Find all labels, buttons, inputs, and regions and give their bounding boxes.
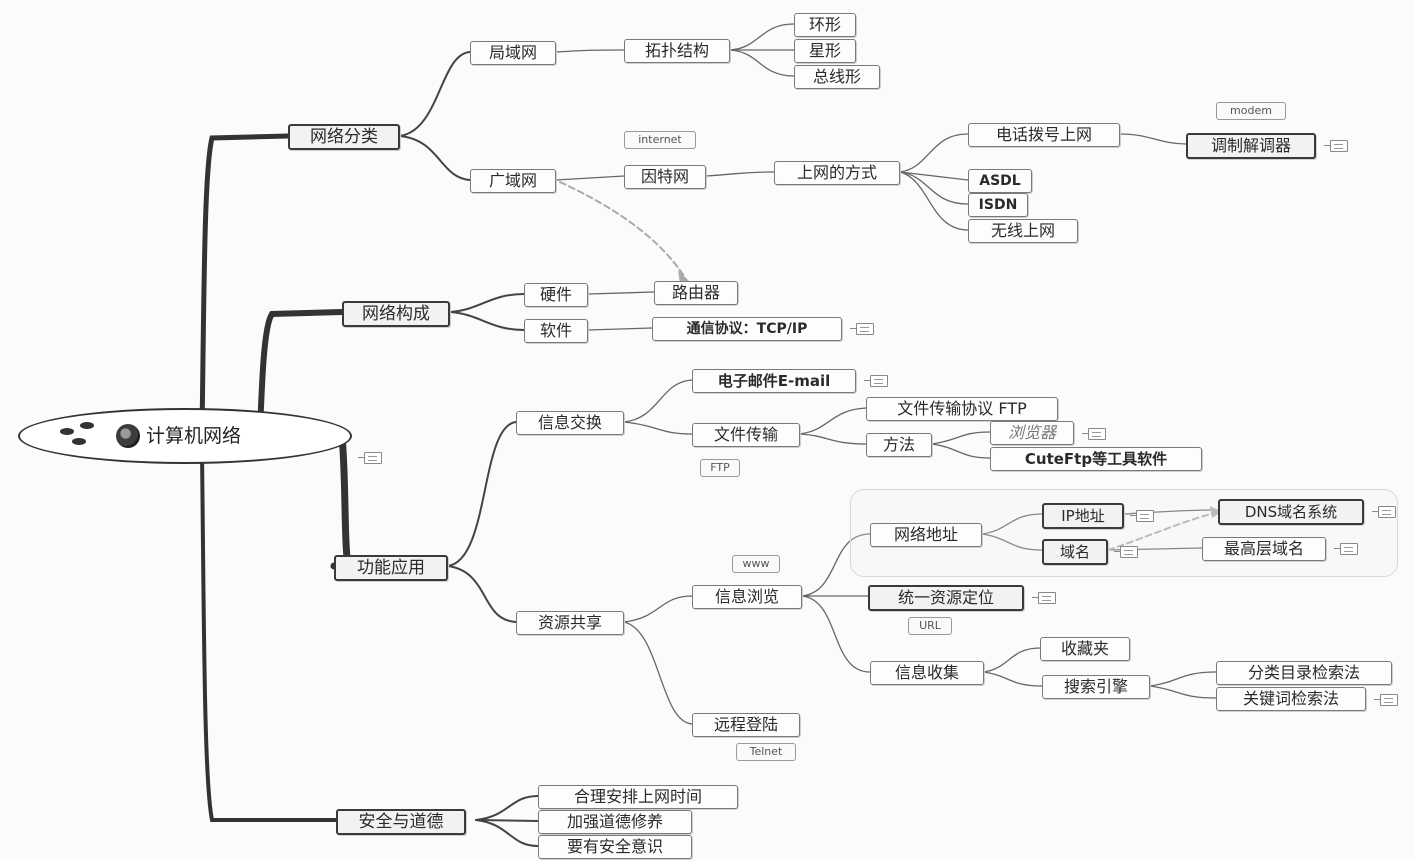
tag-modem: modem xyxy=(1216,102,1286,120)
connector-trunk-safety xyxy=(200,450,338,822)
tag-www: www xyxy=(732,555,780,573)
note-icon[interactable] xyxy=(1324,140,1348,152)
node-browser[interactable]: 浏览器 xyxy=(990,421,1074,445)
node-ip-address[interactable]: IP地址 xyxy=(1042,503,1124,529)
node-dns[interactable]: DNS域名系统 xyxy=(1218,499,1364,525)
node-category-search[interactable]: 分类目录检索法 xyxy=(1216,661,1392,685)
node-remote-login[interactable]: 远程登陆 xyxy=(692,713,800,737)
node-ftp-protocol[interactable]: 文件传输协议 FTP xyxy=(866,397,1058,421)
note-icon[interactable] xyxy=(1334,543,1358,555)
node-star[interactable]: 星形 xyxy=(794,39,856,63)
tag-url: URL xyxy=(908,617,952,635)
node-network-classification[interactable]: 网络分类 xyxy=(288,124,400,150)
node-favorites[interactable]: 收藏夹 xyxy=(1040,637,1130,661)
node-info-browsing[interactable]: 信息浏览 xyxy=(692,585,802,609)
node-moral-cultivation[interactable]: 加强道德修养 xyxy=(538,810,692,834)
node-info-collection[interactable]: 信息收集 xyxy=(870,661,984,685)
node-bus[interactable]: 总线形 xyxy=(794,65,880,89)
note-icon[interactable] xyxy=(358,452,382,464)
node-top-level-domain[interactable]: 最高层域名 xyxy=(1202,537,1326,561)
note-icon[interactable] xyxy=(864,375,888,387)
note-icon[interactable] xyxy=(1114,546,1138,558)
node-url[interactable]: 统一资源定位 xyxy=(868,585,1024,611)
tag-internet: internet xyxy=(624,131,696,149)
node-dialup[interactable]: 电话拨号上网 xyxy=(968,123,1120,147)
node-safety-awareness[interactable]: 要有安全意识 xyxy=(538,835,692,859)
node-isdn[interactable]: ISDN xyxy=(968,193,1028,217)
node-reasonable-time[interactable]: 合理安排上网时间 xyxy=(538,785,738,809)
root-label: 计算机网络 xyxy=(146,425,242,447)
node-network-composition[interactable]: 网络构成 xyxy=(342,301,450,327)
node-lan[interactable]: 局域网 xyxy=(470,41,556,65)
root-node[interactable]: 计算机网络 xyxy=(18,408,352,464)
node-method[interactable]: 方法 xyxy=(866,433,932,457)
node-hardware[interactable]: 硬件 xyxy=(524,283,588,307)
node-ring[interactable]: 环形 xyxy=(794,13,856,37)
note-icon[interactable] xyxy=(1130,510,1154,522)
connector-trunk-func xyxy=(330,432,353,570)
node-domain-name[interactable]: 域名 xyxy=(1042,539,1108,565)
node-tcpip[interactable]: 通信协议：TCP/IP xyxy=(652,317,842,341)
node-topology[interactable]: 拓扑结构 xyxy=(624,39,730,63)
node-file-transfer[interactable]: 文件传输 xyxy=(692,423,800,447)
node-keyword-search[interactable]: 关键词检索法 xyxy=(1216,687,1366,711)
node-network-address[interactable]: 网络地址 xyxy=(870,523,982,547)
globe-icon xyxy=(116,424,140,448)
node-wan[interactable]: 广域网 xyxy=(470,169,556,193)
note-icon[interactable] xyxy=(1372,506,1396,518)
node-resource-sharing[interactable]: 资源共享 xyxy=(516,611,624,635)
note-icon[interactable] xyxy=(1032,592,1056,604)
node-router[interactable]: 路由器 xyxy=(654,281,738,305)
tag-telnet: Telnet xyxy=(736,743,796,761)
note-icon[interactable] xyxy=(1374,694,1398,706)
node-search-engine[interactable]: 搜索引擎 xyxy=(1042,675,1150,699)
node-internet[interactable]: 因特网 xyxy=(624,165,706,189)
node-wireless[interactable]: 无线上网 xyxy=(968,219,1078,243)
node-cuteftp[interactable]: CuteFtp等工具软件 xyxy=(990,447,1202,471)
node-safety-ethics[interactable]: 安全与道德 xyxy=(336,809,466,835)
node-adsl[interactable]: ASDL xyxy=(968,169,1032,193)
tag-ftp: FTP xyxy=(700,459,740,477)
node-software[interactable]: 软件 xyxy=(524,319,588,343)
node-access-methods[interactable]: 上网的方式 xyxy=(774,161,900,185)
node-info-exchange[interactable]: 信息交换 xyxy=(516,411,624,435)
node-modem[interactable]: 调制解调器 xyxy=(1186,133,1316,159)
node-email[interactable]: 电子邮件E-mail xyxy=(692,369,856,393)
note-icon[interactable] xyxy=(850,323,874,335)
connector-trunk-class xyxy=(199,133,291,435)
node-function-application[interactable]: 功能应用 xyxy=(334,555,448,581)
note-icon[interactable] xyxy=(1082,428,1106,440)
